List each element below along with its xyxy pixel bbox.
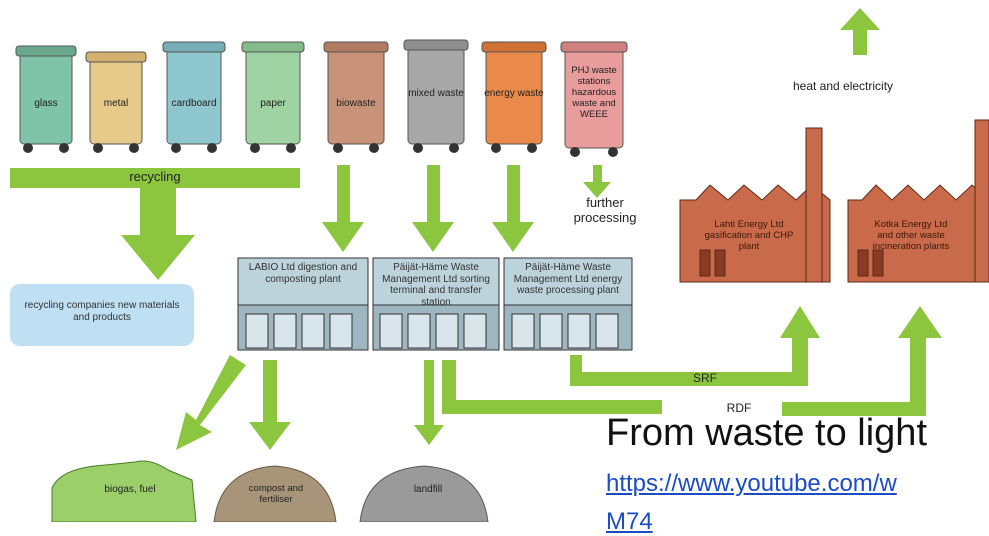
compost-mound (213, 465, 337, 522)
outputs-group (51, 460, 489, 522)
bin-cardboard (162, 41, 226, 153)
bin-glass (15, 45, 77, 153)
page-title: From waste to light (606, 412, 927, 454)
bin-label-cardboard: cardboard (171, 98, 217, 109)
video-link[interactable]: https://www.youtube.com/w (606, 470, 897, 497)
facility-energy (503, 257, 633, 351)
facility-label-sorting: Päijät-Häme Waste Management Ltd sorting… (382, 262, 490, 308)
recycling-companies-label: recycling companies new materials and pr… (24, 300, 180, 323)
car-shape (51, 460, 197, 522)
output-label-landfill: landfill (413, 484, 443, 495)
bin-mixed (403, 39, 469, 153)
bin-metal (85, 51, 147, 153)
bin-label-energy: energy waste (484, 88, 544, 99)
bin-label-glass: glass (34, 98, 58, 109)
arrow-biogas (176, 355, 246, 450)
bin-paper (241, 41, 305, 153)
arrows-group (10, 8, 942, 450)
arrow-biowaste (322, 165, 364, 252)
bin-energy (481, 41, 547, 153)
arrow-srf (570, 306, 820, 386)
plant-lahti (679, 127, 831, 283)
arrow-phj (583, 165, 611, 198)
facility-labio (237, 257, 369, 351)
recycling-label: recycling (129, 169, 181, 184)
facility-sorting (372, 257, 500, 351)
recycling-companies-box (10, 284, 194, 346)
bin-label-biowaste: biowaste (336, 98, 376, 109)
plants-group (679, 119, 989, 283)
bin-label-phj: PHJ waste stations hazardous waste and W… (571, 65, 617, 120)
arrow-rdf-left (442, 360, 662, 414)
arrow-mixed (412, 165, 454, 252)
facility-label-energy: Päijät-Häme Waste Management Ltd energy … (513, 262, 623, 296)
bin-label-mixed: mixed waste (408, 88, 464, 99)
further-processing-label: further processing (573, 195, 637, 225)
heat-electricity-label: heat and electricity (792, 79, 894, 93)
plant-label-lahti: Lahti Energy Ltd gasification and CHP pl… (704, 219, 794, 252)
arrow-compost (249, 360, 291, 450)
output-label-compost: compost and fertiliser (248, 483, 304, 505)
plant-label-kotka: Kotka Energy Ltd and other waste inciner… (872, 219, 950, 252)
arrow-heat (840, 8, 880, 55)
diagram-canvas (10, 8, 989, 522)
landfill-mound (359, 465, 489, 522)
arrow-landfill (414, 360, 444, 445)
arrow-recycling (121, 188, 195, 280)
arrow-rdf-right (782, 306, 942, 416)
bin-phj (560, 41, 628, 157)
arrow-energy (492, 165, 534, 252)
facilities-group (237, 257, 633, 351)
rdf-label: RDF (726, 401, 752, 415)
bin-label-metal: metal (103, 98, 129, 109)
bins-group (15, 39, 628, 157)
facility-label-labio: LABIO Ltd digestion and composting plant (248, 262, 358, 285)
recycling-bar (10, 168, 300, 188)
output-label-biogas: biogas, fuel (104, 484, 156, 495)
bin-biowaste (323, 41, 389, 153)
plant-kotka (847, 119, 989, 283)
srf-label: SRF (693, 371, 717, 385)
bin-label-paper: paper (260, 98, 286, 109)
video-link-tail[interactable]: M74 (606, 508, 653, 535)
